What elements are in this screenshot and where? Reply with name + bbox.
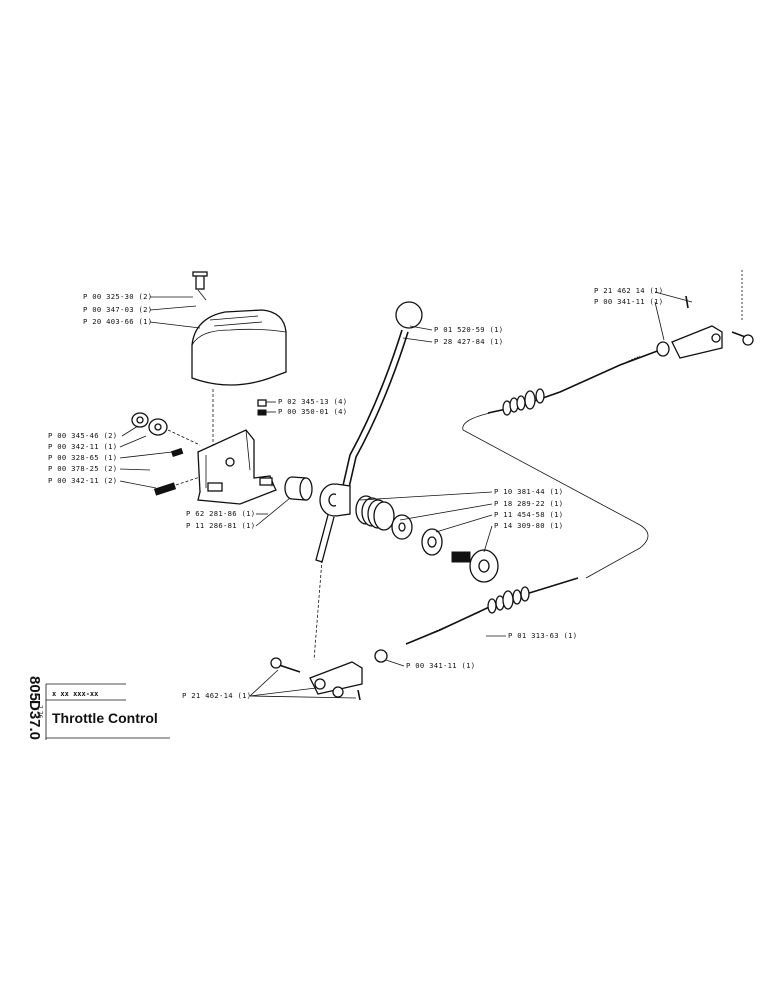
label-p00350: P 00 350-01 (4) <box>278 407 347 416</box>
label-p20403: P 20 403-66 (1) <box>83 317 152 326</box>
cable-route-line <box>462 412 649 579</box>
spring-washers <box>355 495 499 583</box>
part-labels: P 00 325-30 (2) P 00 347-03 (2) P 20 403… <box>48 286 663 700</box>
side-code-805: 805 <box>26 676 43 701</box>
label-p21462-top: P 21 462 14 (1) <box>594 286 663 295</box>
label-p00325: P 00 325-30 (2) <box>83 292 152 301</box>
label-p11286: P 11 286-81 (1) <box>186 521 255 530</box>
housing-cover <box>191 271 287 450</box>
label-p02345: P 02 345-13 (4) <box>278 397 347 406</box>
diagram-title: Throttle Control <box>52 710 158 726</box>
label-p11454: P 11 454-58 (1) <box>494 510 563 519</box>
label-p00342a: P 00 342-11 (1) <box>48 442 117 451</box>
label-p00342b: P 00 342-11 (2) <box>48 476 117 485</box>
label-p28427: P 28 427-84 (1) <box>434 337 503 346</box>
label-p00341-top: P 00 341-11 (1) <box>594 297 663 306</box>
label-p00345: P 00 345-46 (2) <box>48 431 117 440</box>
side-code-d37: D37.0 <box>26 700 43 740</box>
side-small-code: 7.76 <box>36 705 43 719</box>
upper-cable <box>487 270 754 416</box>
label-p18289: P 18 289-22 (1) <box>494 499 563 508</box>
label-p62281: P 62 281-86 (1) <box>186 509 255 518</box>
bracket-base <box>131 399 277 505</box>
label-p01313: P 01 313-63 (1) <box>508 631 577 640</box>
lower-cable <box>270 577 579 701</box>
label-p00347: P 00 347-03 (2) <box>83 305 152 314</box>
label-p00341-bottom: P 00 341-11 (1) <box>406 661 475 670</box>
label-p00328: P 00 328-65 (1) <box>48 453 117 462</box>
sleeve-bushing <box>284 476 313 501</box>
label-p00378: P 00 378-25 (2) <box>48 464 117 473</box>
label-p21462-bottom: P 21 462-14 (1) <box>182 691 251 700</box>
catalog-code: x xx xxx-xx <box>52 690 99 698</box>
leader-lines <box>119 291 693 699</box>
label-p10381: P 10 381-44 (1) <box>494 487 563 496</box>
label-p14309: P 14 309-80 (1) <box>494 521 563 530</box>
title-block: x xx xxx-xx Throttle Control 805 D37.0 7… <box>26 676 170 740</box>
throttle-lever <box>313 301 423 661</box>
label-p01520: P 01 520-59 (1) <box>434 325 503 334</box>
